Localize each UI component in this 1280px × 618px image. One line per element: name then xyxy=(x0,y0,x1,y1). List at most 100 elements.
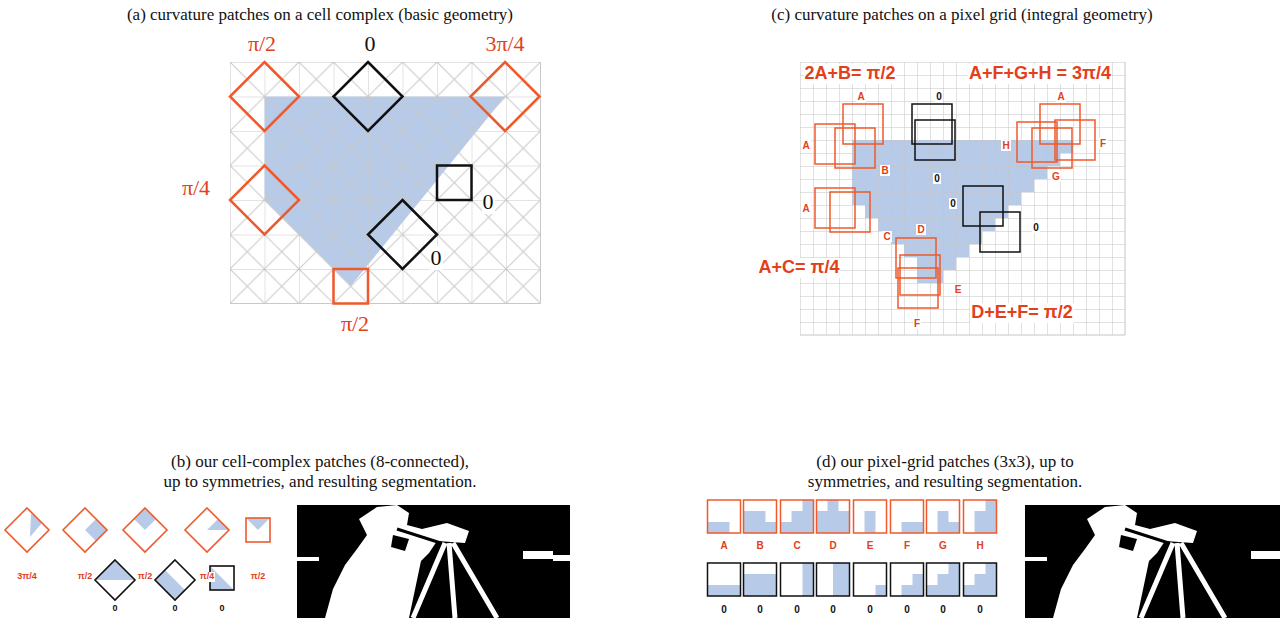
curvature-patch xyxy=(1040,104,1080,144)
curvature-patch xyxy=(817,500,850,533)
curvature-patch xyxy=(5,508,49,552)
curvature-patch xyxy=(835,128,875,168)
curvature-patch xyxy=(230,166,299,235)
patch-label: 0 xyxy=(829,604,837,615)
pixel-grid xyxy=(800,62,1125,335)
flat-patch xyxy=(155,560,195,600)
patch-label: A xyxy=(719,540,728,551)
curvature-equation: A+C= π/4 xyxy=(758,258,841,278)
patch-label: 0 xyxy=(935,91,943,102)
patch-fill xyxy=(975,500,997,533)
patch-fill xyxy=(833,563,850,596)
curvature-patch xyxy=(708,500,741,533)
patch-fill xyxy=(938,511,960,533)
patch-fill xyxy=(246,518,270,530)
segmentation-image xyxy=(297,505,570,618)
patch-fill xyxy=(744,574,777,596)
curvature-value: 3π/4 xyxy=(484,32,525,56)
curvature-value: 0 xyxy=(482,190,495,214)
flat-patch xyxy=(817,563,850,596)
cell-complex-panel xyxy=(230,62,541,304)
panel-caption: (b) our cell-complex patches (8-connecte… xyxy=(110,452,530,493)
curvature-value: 0 xyxy=(364,32,377,56)
flat-patch xyxy=(781,563,814,596)
patch-fill xyxy=(964,563,997,596)
patch-label: 0 xyxy=(939,604,947,615)
flat-patch xyxy=(963,186,1003,226)
patch-label: G xyxy=(1051,171,1061,182)
flat-patch xyxy=(708,563,741,596)
patch-fill xyxy=(902,574,924,596)
curvature-value: π/2 xyxy=(77,572,93,582)
curvature-value: π/2 xyxy=(250,572,266,582)
panel-caption: (a) curvature patches on a cell complex … xyxy=(127,6,513,25)
patch-label: 0 xyxy=(1032,222,1040,233)
curvature-patch xyxy=(927,500,960,533)
patch-fill xyxy=(134,508,156,530)
patch-label: H xyxy=(1001,140,1010,151)
patch-label: A xyxy=(1056,91,1065,102)
curvature-value: π/4 xyxy=(181,176,211,200)
curvature-value: π/4 xyxy=(199,572,215,582)
flat-patch xyxy=(368,200,437,269)
patch-label: E xyxy=(954,284,963,295)
patch-fill xyxy=(876,585,887,596)
curvature-value: 0 xyxy=(111,604,118,614)
flat-patch xyxy=(854,563,887,596)
patch-label: A xyxy=(801,140,810,151)
curvature-value: π/2 xyxy=(247,32,277,56)
curvature-value: 3π/4 xyxy=(16,572,37,582)
curvature-value: π/2 xyxy=(340,312,370,336)
patch-label: A xyxy=(856,91,865,102)
curvature-patch xyxy=(1032,128,1072,168)
patch-label: G xyxy=(938,540,948,551)
curvature-patch xyxy=(63,508,107,552)
patch-label: C xyxy=(882,231,891,242)
patch-label: F xyxy=(903,540,911,551)
flat-patch xyxy=(912,104,952,144)
curvature-patch xyxy=(964,500,997,533)
patch-label: 0 xyxy=(903,604,911,615)
patch-label: F xyxy=(913,318,921,329)
patch-fill xyxy=(927,563,960,596)
flat-patch xyxy=(437,166,472,201)
patch-label: 0 xyxy=(976,604,984,615)
patch-label: A xyxy=(801,203,810,214)
curvature-patch xyxy=(896,238,936,278)
curvature-patch xyxy=(744,500,777,533)
curvature-patch xyxy=(781,500,814,533)
patch-label: F xyxy=(1099,138,1107,149)
flat-patch xyxy=(964,563,997,596)
patch-fill xyxy=(865,511,876,533)
curvature-patch xyxy=(854,500,887,533)
curvature-patch xyxy=(334,269,369,304)
pixel-patch-set xyxy=(708,500,997,596)
patch-label: 0 xyxy=(949,198,957,209)
flat-patch xyxy=(915,120,955,160)
cell-complex-patch-set xyxy=(5,508,270,600)
curvature-patch xyxy=(185,508,229,552)
patch-fill xyxy=(708,522,730,533)
curvature-patch xyxy=(230,62,299,131)
patch-fill xyxy=(207,519,229,530)
patch-fill xyxy=(902,522,924,533)
patch-label: D xyxy=(916,224,925,235)
patch-label: 0 xyxy=(793,604,801,615)
curvature-equation: D+E+F= π/2 xyxy=(970,303,1073,323)
patch-label: D xyxy=(828,540,837,551)
patch-label: 0 xyxy=(866,604,874,615)
curvature-patch xyxy=(471,62,540,131)
patch-label: B xyxy=(880,165,889,176)
curvature-value: 0 xyxy=(171,604,178,614)
patch-fill xyxy=(708,585,741,596)
panel-caption: (c) curvature patches on a pixel grid (i… xyxy=(771,6,1152,25)
patch-fill xyxy=(85,519,107,541)
pixel-grid-panel xyxy=(800,62,1125,335)
curvature-patch xyxy=(891,500,924,533)
flat-patch xyxy=(95,560,135,600)
flat-patch xyxy=(744,563,777,596)
flat-patch xyxy=(980,212,1020,252)
flat-patch xyxy=(334,62,403,131)
patch-label: 0 xyxy=(933,173,941,184)
